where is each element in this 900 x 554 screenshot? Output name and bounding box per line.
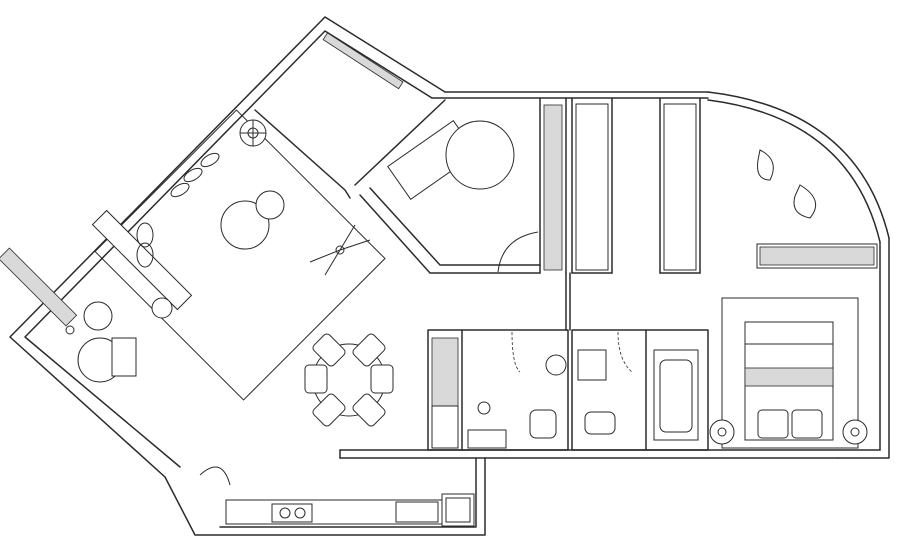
ceiling-fan-icon: [309, 224, 371, 276]
windows: [0, 32, 878, 327]
bathrooms: [431, 331, 699, 449]
exterior-walls: [9, 16, 890, 536]
dining-table: [304, 333, 394, 427]
interior-walls: [254, 97, 709, 451]
master-bedroom: [709, 149, 868, 449]
bedroom-1: [387, 103, 697, 273]
living-room: [65, 109, 386, 401]
kitchen: [225, 493, 475, 527]
